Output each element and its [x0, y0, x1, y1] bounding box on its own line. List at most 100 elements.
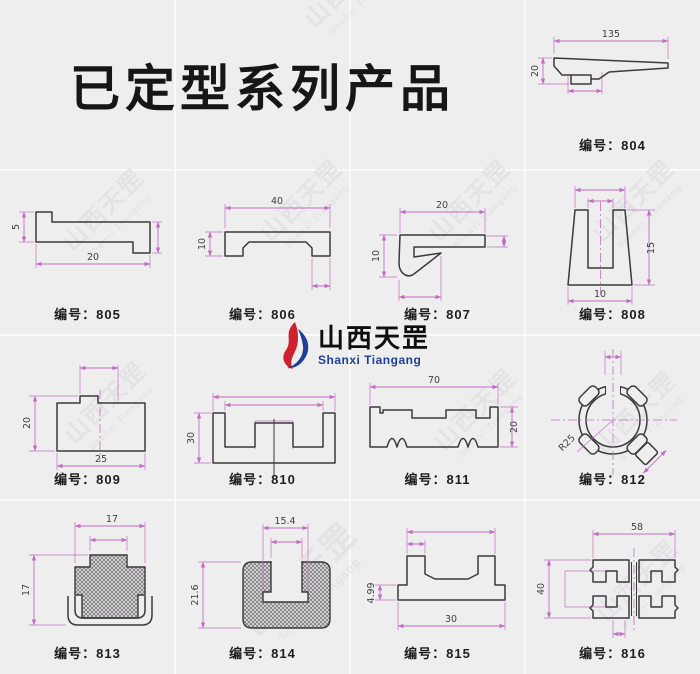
profile-drawing-812: R25 — [551, 349, 677, 475]
profile-outline — [567, 209, 633, 286]
dimension-lines — [538, 37, 669, 94]
dimension-lines — [198, 524, 309, 629]
brand-name-cn: 山西天罡 — [318, 323, 431, 353]
profile-drawing-813: 17 17 — [21, 514, 153, 626]
cell-label-811: 编号：811 — [404, 472, 471, 487]
profile-drawing-814: 15.4 21.6 — [190, 516, 331, 629]
channel-outline — [67, 596, 153, 626]
profile-filled-body — [74, 554, 146, 619]
profile-drawing-807: 20 10 — [371, 200, 508, 301]
profile-outline — [398, 234, 486, 277]
profile-cell-809: 20 25 编号：809 — [0, 335, 175, 500]
dim-813-width: 17 — [106, 514, 118, 525]
dim-807-width: 20 — [436, 200, 448, 211]
profile-drawing-809: 20 25 — [22, 365, 146, 470]
cell-label-816: 编号：816 — [579, 646, 646, 661]
profile-outline — [224, 231, 331, 257]
grid-line-horizontal — [0, 334, 700, 336]
dim-815-width: 30 — [445, 614, 457, 625]
cell-label-810: 编号：810 — [229, 472, 296, 487]
dim-806-height: 10 — [197, 238, 208, 250]
dimension-lines — [379, 208, 508, 301]
dimension-lines — [29, 365, 146, 470]
profile-outline-upper-left — [589, 559, 630, 583]
dimension-lines — [567, 186, 655, 305]
profile-outline — [369, 406, 499, 448]
profile-drawing-805: 5 20 — [11, 211, 162, 268]
dim-810-height: 30 — [186, 432, 197, 444]
profile-outline — [553, 57, 669, 85]
profile-cell-810: 30 编号：810 — [175, 335, 350, 500]
dim-805-height: 5 — [11, 224, 22, 230]
profile-outline-lower-left — [589, 595, 630, 619]
dim-811-width: 70 — [428, 375, 440, 386]
profile-cell-807: 20 10 编号：807 — [350, 170, 525, 335]
profile-cell-808: 15 10 编号：808 — [525, 170, 700, 335]
profile-drawing-811: 70 20 — [369, 375, 520, 448]
dim-809-width: 25 — [95, 454, 107, 465]
dim-806-width: 40 — [271, 196, 283, 207]
brand-logo: 山西天罡 Shanxi Tiangang — [276, 320, 430, 372]
title-block: 已定型系列产品 — [0, 0, 525, 170]
cell-label-814: 编号：814 — [229, 646, 296, 661]
profile-drawing-804: 135 20 — [530, 29, 669, 94]
dim-813-height: 17 — [21, 584, 32, 596]
profile-outline — [212, 412, 336, 464]
profile-cell-805: 5 20 编号：805 — [0, 170, 175, 335]
profile-cell-812: R25 编号：812 — [525, 335, 700, 500]
profile-drawing-815: 4.99 30 — [366, 528, 506, 630]
dim-805-width: 20 — [87, 252, 99, 263]
profile-outline — [397, 555, 506, 601]
dimension-lines — [205, 204, 331, 290]
grid-line-horizontal — [0, 499, 700, 501]
channel-inner-outline — [74, 596, 146, 619]
page-title: 已定型系列产品 — [70, 59, 455, 118]
dim-811-height: 20 — [509, 421, 520, 433]
profile-drawing-810: 30 — [186, 393, 336, 476]
profile-cell-813: 17 17 编号：813 — [0, 500, 175, 674]
profile-outline-lower-right — [638, 595, 679, 619]
cell-label-804: 编号：804 — [579, 138, 646, 153]
brand-name-en: Shanxi Tiangang — [318, 353, 422, 367]
dim-814-width: 15.4 — [274, 516, 295, 527]
profile-outline — [56, 395, 146, 452]
t-slot-cutout — [262, 561, 309, 603]
profile-cell-816: 58 40 编号：816 — [525, 500, 700, 674]
dimension-lines — [551, 349, 677, 475]
dimension-lines — [29, 522, 146, 626]
cell-label-813: 编号：813 — [54, 646, 121, 661]
grid-line-vertical — [349, 0, 351, 674]
profile-drawing-816: 58 40 — [536, 522, 679, 638]
dimension-lines — [19, 211, 162, 268]
dimension-lines — [369, 383, 518, 448]
dimension-lines — [544, 530, 676, 638]
cell-label-807: 编号：807 — [404, 307, 471, 322]
brand-text: 山西天罡 Shanxi Tiangang — [318, 325, 430, 367]
grid-line-vertical — [174, 0, 176, 674]
cell-label-815: 编号：815 — [404, 646, 471, 661]
profile-outline — [35, 211, 151, 254]
profile-cell-806: 40 10 编号：806 — [175, 170, 350, 335]
grid-line-horizontal — [0, 169, 700, 171]
dim-812-radius: R25 — [557, 433, 578, 454]
cell-label-806: 编号：806 — [229, 307, 296, 322]
profile-cell-804: 135 20 编号：804 — [525, 0, 700, 170]
cell-label-812: 编号：812 — [579, 472, 646, 487]
cell-label-805: 编号：805 — [54, 307, 121, 322]
dim-807-height: 10 — [371, 250, 382, 262]
dim-815-height: 4.99 — [366, 582, 377, 603]
cell-label-809: 编号：809 — [54, 472, 121, 487]
dim-804-height: 20 — [530, 65, 541, 77]
grid-line-vertical — [524, 0, 526, 674]
dim-808-height: 15 — [646, 242, 657, 254]
dim-816-width: 58 — [631, 522, 643, 533]
profile-cell-811: 70 20 编号：811 — [350, 335, 525, 500]
dim-808-width: 10 — [594, 289, 606, 300]
dim-809-height: 20 — [22, 417, 33, 429]
cell-label-808: 编号：808 — [579, 307, 646, 322]
profile-drawing-808: 15 10 — [567, 186, 657, 305]
profile-drawing-806: 40 10 — [197, 196, 331, 290]
profile-outline-upper-right — [638, 559, 679, 583]
dimension-lines — [375, 528, 506, 630]
